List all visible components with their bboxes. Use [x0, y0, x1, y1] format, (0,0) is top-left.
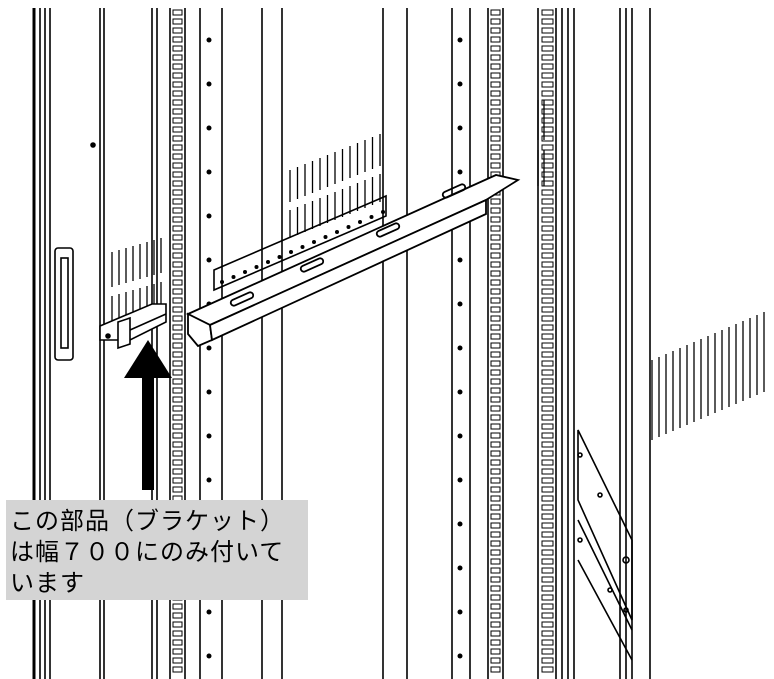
wall-hatching: [111, 100, 765, 440]
caption-line-2: は幅７００にのみ付いて: [10, 538, 285, 566]
middle-rail-mounting-dots: [457, 37, 463, 659]
middle-rail-square-holes: [490, 9, 501, 673]
caption-line-3: います: [10, 569, 85, 597]
back-rail-holes: [220, 210, 385, 284]
caption-line-1: この部品（ブラケット）: [10, 507, 285, 535]
door-handle: [54, 247, 74, 361]
back-rail: [213, 194, 387, 292]
diagonal-brace: [577, 429, 633, 661]
right-rack-post: [537, 8, 651, 679]
small-bracket: [99, 303, 167, 350]
long-bracket: [185, 174, 521, 348]
pointer-arrow: [124, 340, 172, 490]
caption-box: この部品（ブラケット） は幅７００にのみ付いて います: [6, 500, 308, 600]
right-rail-square-holes: [541, 9, 554, 673]
